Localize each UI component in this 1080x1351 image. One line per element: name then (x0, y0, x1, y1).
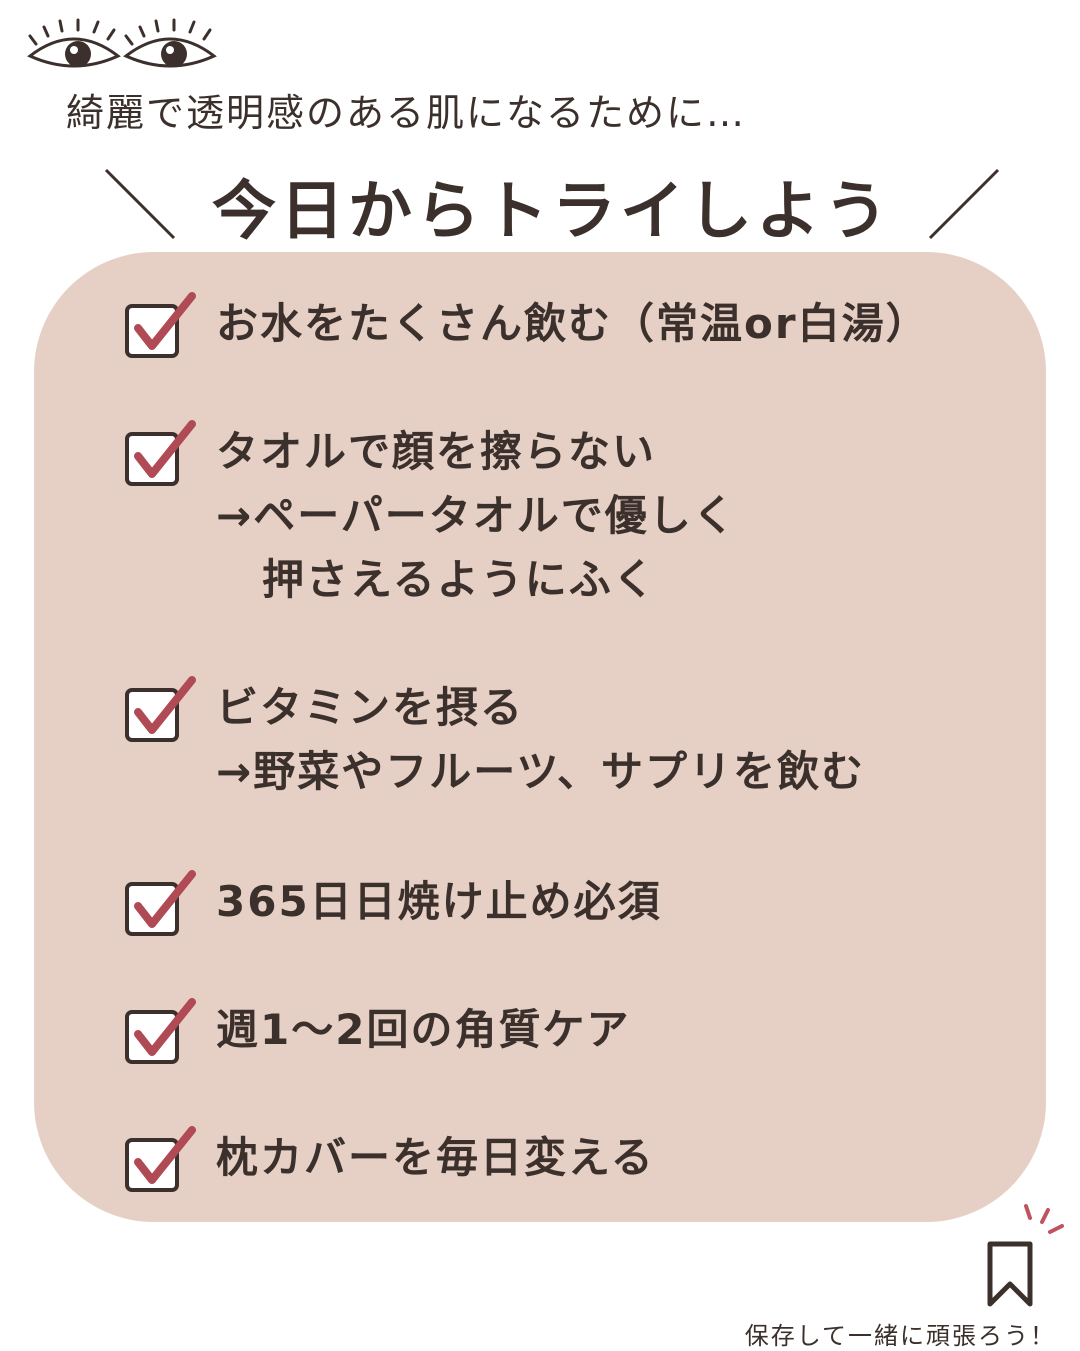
checklist-line: ビタミンを摂る (216, 683, 525, 732)
checkbox-checked-icon (125, 292, 196, 358)
checkbox-checked-icon (125, 870, 196, 936)
checklist-item-text: 365日日焼け止め必須 (216, 870, 662, 934)
checkbox-checked-icon (125, 998, 196, 1064)
checklist-item-text: タオルで顔を擦らない →ペーパータオルで優しく 押さえるようにふく (216, 420, 737, 612)
checklist-line: 枕カバーを毎日変える (216, 1133, 655, 1182)
checklist-line: →ペーパータオルで優しく (216, 491, 737, 540)
checklist-line: 週1〜2回の角質ケア (216, 1005, 631, 1054)
checklist-line: 365日日焼け止め必須 (216, 877, 662, 926)
right-slash-decoration (928, 168, 1000, 240)
eyes-icon (27, 18, 217, 68)
checklist-item-text: ビタミンを摂る →野菜やフルーツ、サプリを飲む (216, 676, 865, 804)
checklist-line: →野菜やフルーツ、サプリを飲む (216, 747, 865, 796)
subtitle: 綺麗で透明感のある肌になるために… (66, 91, 747, 135)
checklist-line: お水をたくさん飲む（常温or白湯） (216, 299, 930, 348)
page-title: 今日からトライしよう (212, 175, 892, 249)
checklist-line: 押さえるようにふく (262, 555, 657, 604)
checklist-item-text: 枕カバーを毎日変える (216, 1126, 655, 1190)
footer-save-message: 保存して一緒に頑張ろう！ (744, 1322, 1056, 1350)
checklist-item-text: 週1〜2回の角質ケア (216, 998, 630, 1062)
title-banner: 今日からトライしよう (100, 158, 1000, 249)
bookmark-icon[interactable] (982, 1200, 1072, 1310)
checklist-item-text: お水をたくさん飲む（常温or白湯） (216, 292, 930, 356)
checkbox-checked-icon (125, 420, 196, 486)
checkbox-checked-icon (125, 676, 196, 742)
checkbox-checked-icon (125, 1126, 196, 1192)
checklist-line: タオルで顔を擦らない (216, 427, 657, 476)
checklist-card: お水をたくさん飲む（常温or白湯） タオルで顔を擦らない →ペーパータオルで優し… (34, 252, 1046, 1222)
left-slash-decoration (104, 168, 176, 240)
